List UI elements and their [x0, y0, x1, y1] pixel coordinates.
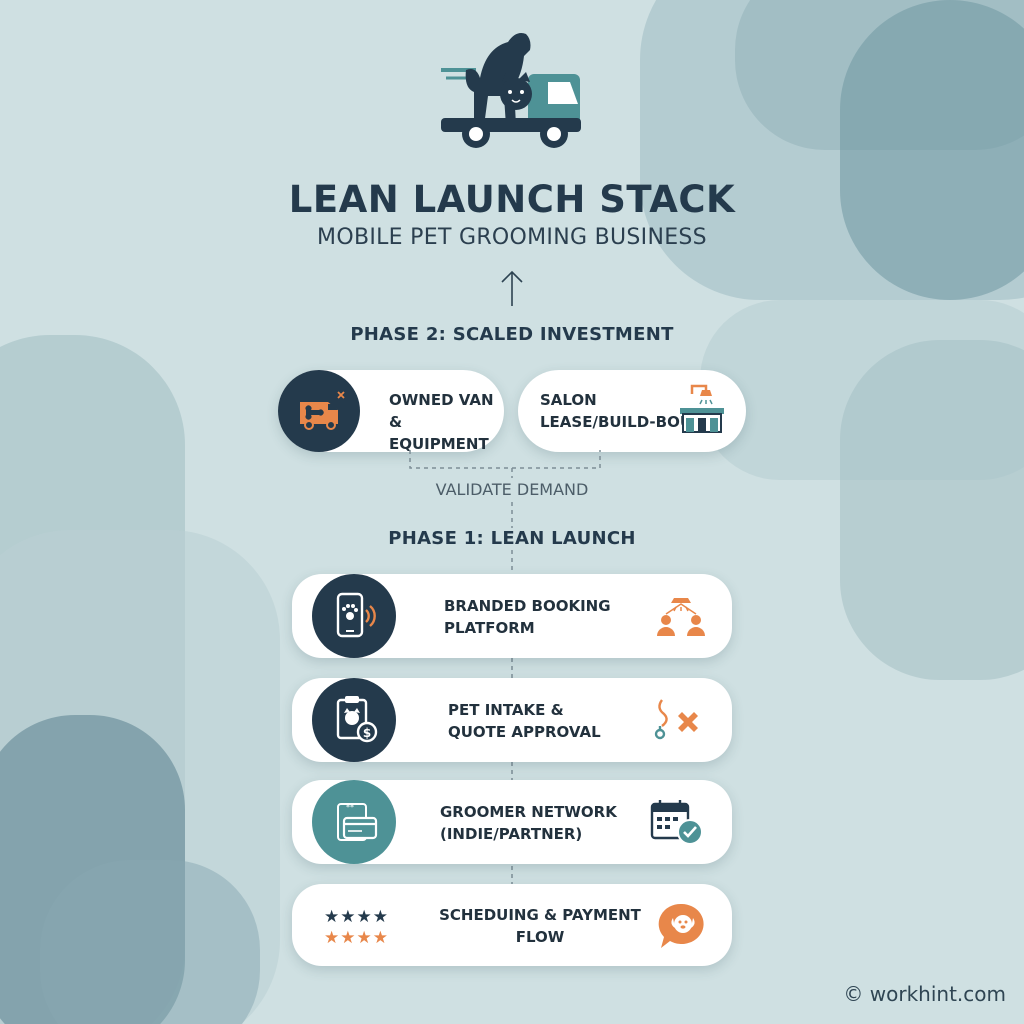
- phase1-card-scheduling: ★★★★ ★★★★ SCHEDUING & PAYMENT FLOW: [292, 884, 732, 966]
- phone-paw-icon: [336, 592, 376, 638]
- phase2-card-owned-van: OWNED VAN & EQUIPMENT: [278, 370, 504, 453]
- leash-icon: [654, 699, 698, 740]
- star-rating-icon: ★★★★ ★★★★: [324, 907, 389, 946]
- phase1-card-label: GROOMER NETWORK (INDIE/PARTNER): [440, 803, 617, 843]
- phase1-card-label: SCHEDUING & PAYMENT FLOW: [439, 906, 641, 946]
- svg-text:**: **: [346, 803, 354, 812]
- van-icon: [300, 391, 345, 430]
- calendar-check-icon: [650, 800, 703, 845]
- phase2-card-label: SALON LEASE/BUILD-BOUT: [540, 391, 703, 431]
- phase1-card-label: BRANDED BOOKING PLATFORM: [444, 597, 611, 637]
- van-icon-circle: [278, 370, 360, 452]
- phase1-card-label: PET INTAKE & QUOTE APPROVAL: [448, 701, 601, 741]
- chat-dog-icon: [658, 903, 704, 948]
- phone-icon-circle: [312, 574, 396, 658]
- van-dog-cat-illustration: [441, 33, 581, 148]
- phase2-card-label: OWNED VAN & EQUIPMENT: [389, 391, 494, 453]
- arrow-up-icon: [501, 270, 523, 306]
- watermark: © workhint.com: [843, 982, 1006, 1006]
- phase1-card-booking: BRANDED BOOKING PLATFORM: [292, 574, 732, 658]
- phase2-heading: PHASE 2: SCALED INVESTMENT: [350, 324, 674, 345]
- phase1-card-intake: $ PET INTAKE & QUOTE APPROVAL: [292, 678, 732, 762]
- page-subtitle: MOBILE PET GROOMING BUSINESS: [317, 225, 707, 250]
- salon-icon: [680, 384, 724, 433]
- svg-text:★★★★: ★★★★: [324, 907, 389, 927]
- page-title: LEAN LAUNCH STACK: [288, 178, 736, 221]
- credit-card-icon: **: [337, 803, 378, 841]
- card-icon-circle: **: [312, 780, 396, 864]
- phase1-card-groomer: ** GROOMER NETWORK (INDIE/PARTNER): [292, 780, 732, 864]
- validate-demand-label: VALIDATE DEMAND: [435, 480, 589, 499]
- phase2-card-salon: SALON LEASE/BUILD-BOUT: [518, 370, 746, 452]
- team-icon: [657, 598, 705, 636]
- svg-text:★★★★: ★★★★: [324, 928, 389, 946]
- svg-text:$: $: [363, 726, 371, 740]
- clipboard-dollar-icon: $: [336, 696, 378, 743]
- clipboard-icon-circle: $: [312, 678, 396, 762]
- connector-lines: [409, 450, 601, 580]
- phase1-heading: PHASE 1: LEAN LAUNCH: [388, 528, 636, 549]
